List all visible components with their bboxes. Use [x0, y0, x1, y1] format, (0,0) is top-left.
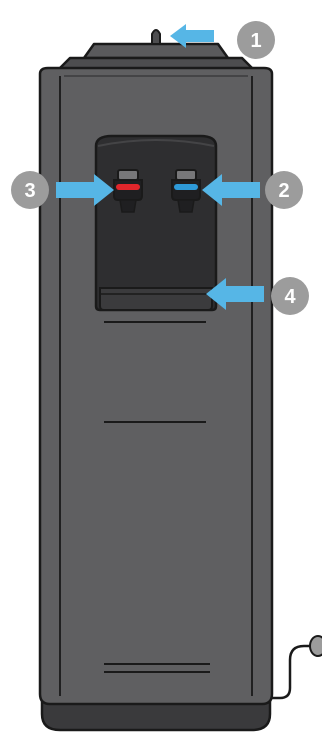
callout-number: 2 [278, 180, 289, 202]
dispenser-top-cap [56, 29, 256, 72]
callout-number: 1 [250, 30, 261, 52]
callout-number: 4 [284, 286, 296, 308]
callout-number: 3 [24, 180, 35, 202]
left-arrow-icon [170, 24, 214, 48]
cold-indicator [174, 184, 198, 190]
cold-water-tap[interactable] [171, 169, 201, 213]
hot-indicator [116, 184, 140, 190]
callout-badge-2: 2 [265, 171, 303, 209]
left-arrow-icon [202, 174, 260, 206]
callout-badge-4: 4 [271, 277, 309, 315]
power-cord-icon [268, 635, 322, 700]
right-arrow-icon [56, 174, 114, 206]
left-arrow-icon [206, 278, 264, 310]
hot-water-tap[interactable] [113, 169, 143, 213]
drip-tray [99, 287, 213, 311]
callout-badge-3: 3 [11, 171, 49, 209]
dispensing-panel [94, 134, 218, 312]
callout-badge-1: 1 [237, 21, 275, 59]
